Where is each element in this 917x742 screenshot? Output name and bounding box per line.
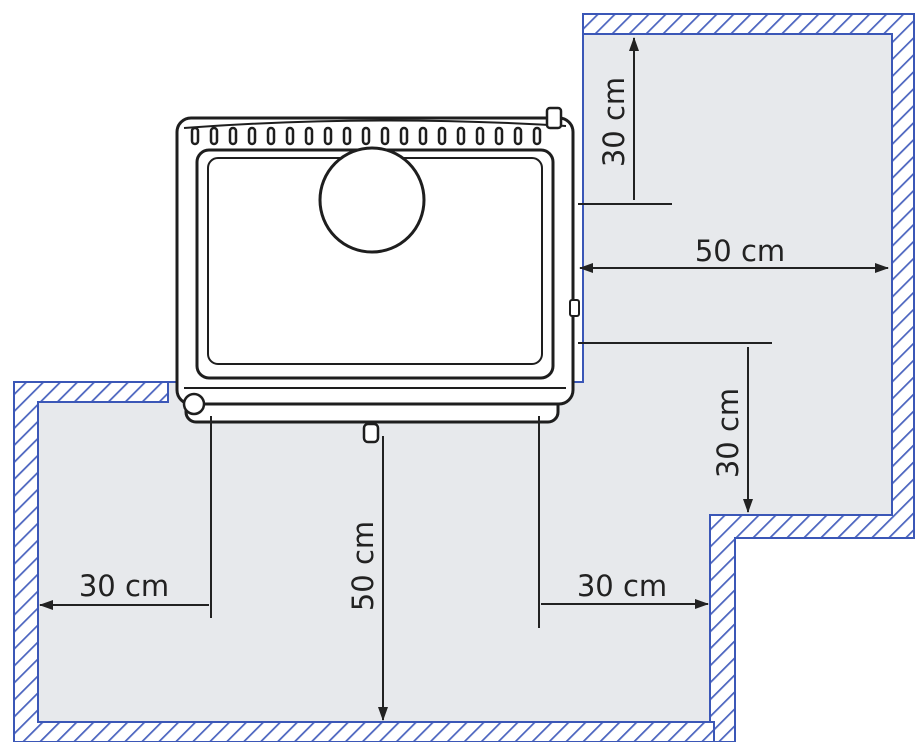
label-back-bottom: 30 cm [711,388,745,478]
label-right-front: 30 cm [577,569,667,603]
dimension-lines [39,37,889,721]
label-left: 30 cm [79,569,169,603]
label-front: 50 cm [346,521,380,611]
round-flue-outlet-icon [318,146,426,254]
stove-foot-left [182,392,206,416]
label-side-right: 50 cm [695,234,785,268]
stove [175,106,580,444]
label-back-top: 30 cm [597,77,631,167]
wall-inner-lines [37,33,893,723]
stove-side-knob-right [569,299,580,317]
stove-front-handle [362,422,380,444]
dimension-labels: 30 cm 50 cm 30 cm 50 cm 30 cm 30 cm [79,77,785,611]
vent-slots [190,126,542,146]
stove-side-knob-top [545,106,563,130]
